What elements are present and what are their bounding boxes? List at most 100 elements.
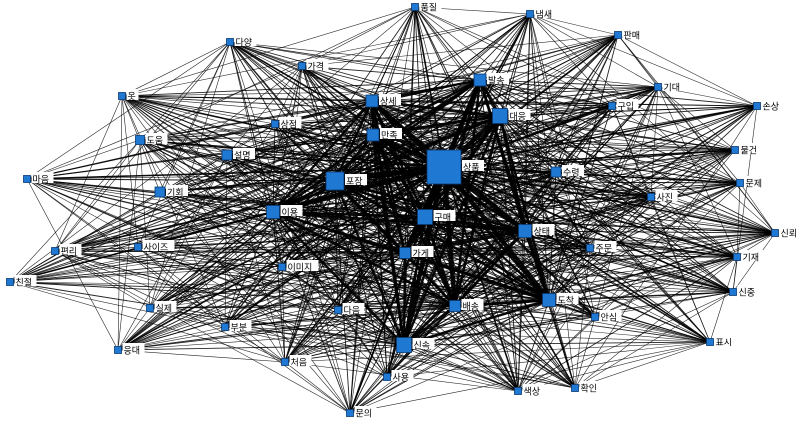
- edge-수령-기재: [555, 171, 738, 258]
- edge-배송-이미지: [281, 266, 456, 307]
- edge-옷-사이즈: [121, 95, 139, 248]
- edge-사이즈-처음: [137, 246, 286, 363]
- edge-배송-편리: [54, 250, 456, 307]
- edge-상점-표시: [274, 123, 711, 343]
- edge-사이즈-다음: [137, 246, 339, 311]
- edge-손상-사용: [386, 105, 758, 378]
- edge-기재-처음: [284, 256, 738, 363]
- edge-판매-손상: [617, 34, 758, 107]
- node-label-background: [166, 185, 188, 196]
- node-label: 포장: [346, 177, 363, 188]
- node-marker: [608, 102, 616, 110]
- edge-도움-색상: [139, 139, 519, 392]
- node-상점: 상점: [271, 117, 302, 131]
- node-label-background: [741, 250, 764, 261]
- node-label-background: [142, 240, 175, 251]
- edge-판매-도움: [139, 34, 619, 141]
- edge-다양-옷: [121, 41, 231, 97]
- node-marker: [325, 171, 345, 191]
- node-marker: [753, 102, 761, 110]
- node-label: 기재: [743, 253, 760, 264]
- edge-마음-응대: [26, 178, 119, 351]
- edge-판매-가격: [301, 34, 619, 67]
- node-label-background: [31, 172, 54, 183]
- node-label-background: [233, 148, 255, 159]
- edge-표시-처음: [284, 341, 711, 363]
- node-기회: 기회: [154, 185, 188, 199]
- node-label-background: [714, 335, 737, 346]
- node-label: 마음: [33, 175, 50, 186]
- edge-편리-이미지: [54, 250, 283, 268]
- edge-문제-처음: [284, 182, 741, 363]
- edge-구입-사이즈: [137, 105, 613, 248]
- node-확인: 확인: [571, 381, 602, 395]
- edge-구입-문의: [349, 105, 613, 414]
- edge-가게-응대: [117, 252, 406, 351]
- node-label-background: [342, 303, 365, 314]
- edge-부분-처음: [224, 326, 286, 363]
- edge-가격-상점: [274, 65, 303, 125]
- node-label-background: [379, 94, 401, 105]
- edge-손상-신중: [732, 105, 758, 293]
- node-구매: 구매: [417, 209, 456, 225]
- node-label: 색상: [524, 387, 541, 398]
- node-marker: [23, 175, 31, 183]
- edge-손상-확인: [574, 105, 758, 389]
- edge-도움-응대: [117, 139, 141, 351]
- node-marker: [221, 323, 229, 331]
- node-label-background: [594, 241, 617, 252]
- edge-다양-사이즈: [137, 41, 231, 248]
- edge-기회-안심: [159, 191, 596, 318]
- node-label-background: [229, 320, 252, 331]
- edge-품질-주문: [414, 6, 591, 249]
- node-marker: [571, 384, 579, 392]
- edge-기대-옷: [121, 86, 659, 97]
- node-도움: 도움: [135, 133, 168, 147]
- edge-친절-색상: [9, 281, 519, 392]
- node-신속: 신속: [396, 337, 435, 353]
- edge-신뢰-주문: [589, 232, 776, 249]
- edge-상태-마음: [26, 178, 526, 232]
- edge-부분-확인: [224, 326, 576, 389]
- node-품질: 품질: [411, 0, 442, 14]
- edge-도착-문제: [548, 182, 741, 301]
- edge-이미지-표시: [281, 266, 711, 343]
- node-label: 실제: [156, 304, 173, 315]
- edge-손상-응대: [117, 105, 758, 351]
- edge-도착-상점: [274, 123, 550, 301]
- node-응대: 응대: [114, 343, 145, 357]
- edge-냄새-주문: [529, 13, 591, 249]
- node-label: 표시: [716, 338, 733, 349]
- node-label: 이용: [282, 208, 299, 219]
- edge-신뢰-신중: [732, 232, 776, 293]
- edge-도움-실제: [139, 139, 151, 309]
- node-marker: [134, 243, 142, 251]
- node-냄새: 냄새: [526, 7, 557, 21]
- edge-가격-안심: [301, 65, 596, 318]
- node-label: 발송: [488, 76, 505, 87]
- node-label-background: [280, 205, 303, 216]
- edge-이용-사용: [272, 211, 388, 378]
- edge-다양-친절: [9, 41, 231, 283]
- edge-설명-처음: [226, 154, 286, 363]
- edge-사진-신뢰: [650, 196, 776, 234]
- edge-판매-실제: [149, 34, 619, 309]
- edge-신속-안심: [403, 316, 596, 346]
- edge-기재-표시: [709, 256, 738, 343]
- node-label: 응대: [124, 346, 141, 357]
- edge-구매-신중: [424, 216, 734, 293]
- node-label-background: [286, 260, 319, 271]
- node-label-background: [655, 190, 678, 201]
- node-label: 사진: [657, 193, 674, 204]
- edge-사이즈-부분: [137, 246, 226, 328]
- node-친절: 친절: [6, 275, 37, 289]
- edge-품질-이미지: [281, 6, 416, 268]
- edge-도움-주문: [139, 139, 591, 249]
- node-label-background: [433, 210, 456, 221]
- edge-다양-신뢰: [229, 41, 776, 234]
- node-포장: 포장: [325, 171, 367, 191]
- edge-안심-응대: [117, 316, 596, 351]
- node-안심: 안심: [591, 310, 622, 324]
- node-label-background: [562, 165, 584, 176]
